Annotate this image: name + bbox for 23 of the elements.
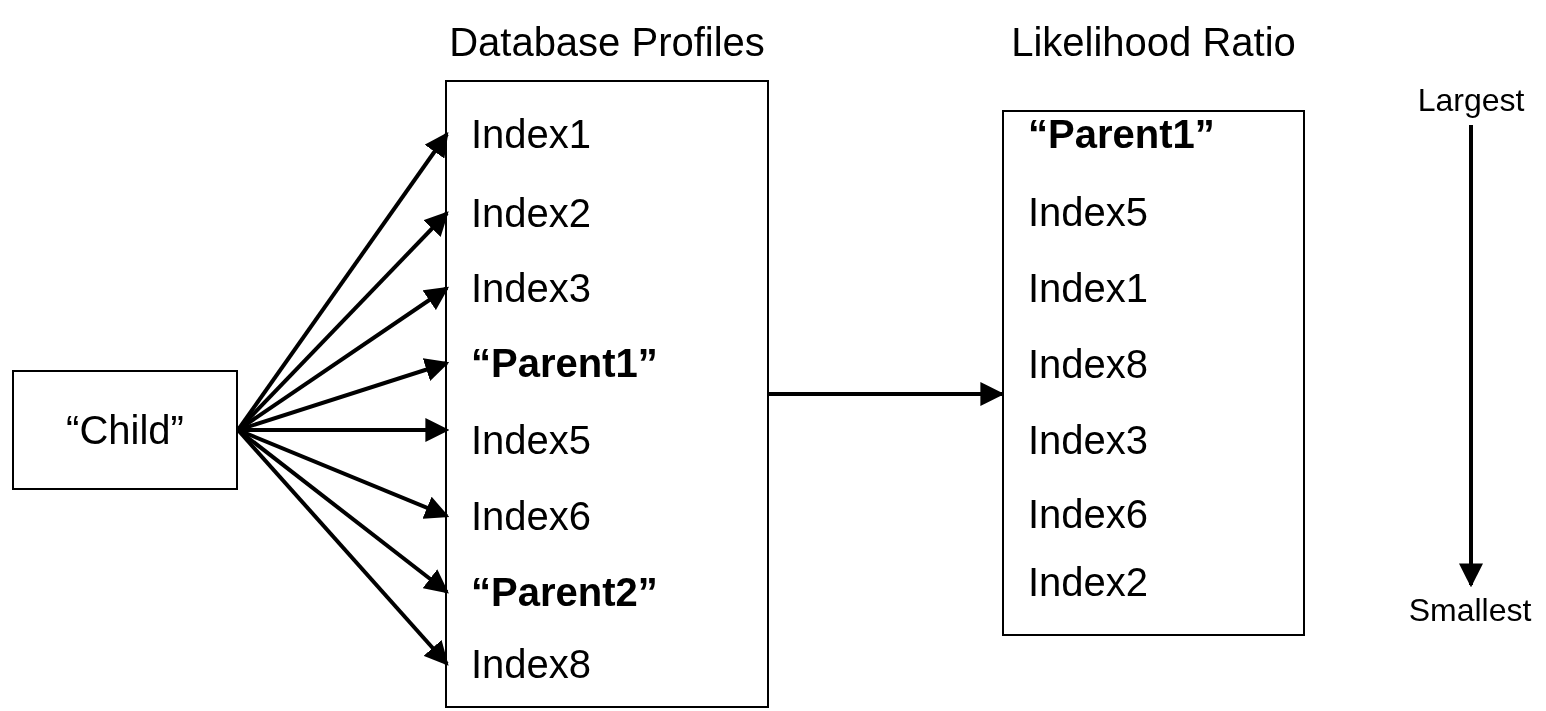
list-entry: Index2 bbox=[1028, 559, 1149, 605]
list-entry: “Parent1” bbox=[471, 340, 658, 386]
list-entry: Index3 bbox=[1028, 417, 1149, 463]
scale-label: Smallest bbox=[1408, 591, 1532, 629]
label-box bbox=[12, 370, 238, 490]
arrow bbox=[769, 382, 1005, 406]
list-entry: Index2 bbox=[471, 190, 592, 236]
list-entry: Index5 bbox=[471, 417, 592, 463]
list-entry: Index1 bbox=[1028, 265, 1149, 311]
list-entry: “Parent2” bbox=[471, 569, 658, 615]
list-entry: “Parent1” bbox=[1028, 111, 1215, 157]
list-entry: Index5 bbox=[1028, 189, 1149, 235]
list-entry: Index6 bbox=[1028, 491, 1149, 537]
list-entry: Index1 bbox=[471, 111, 592, 157]
arrow bbox=[1459, 125, 1483, 588]
list-entry: Index6 bbox=[471, 493, 592, 539]
list-entry: Index8 bbox=[1028, 341, 1149, 387]
list-heading: Likelihood Ratio bbox=[1011, 20, 1296, 65]
list-entry: Index8 bbox=[471, 641, 592, 687]
scale-label: Largest bbox=[1417, 81, 1525, 119]
list-heading: Database Profiles bbox=[449, 20, 765, 65]
list-entry: Index3 bbox=[471, 265, 592, 311]
box-label: “Child” bbox=[66, 407, 184, 453]
